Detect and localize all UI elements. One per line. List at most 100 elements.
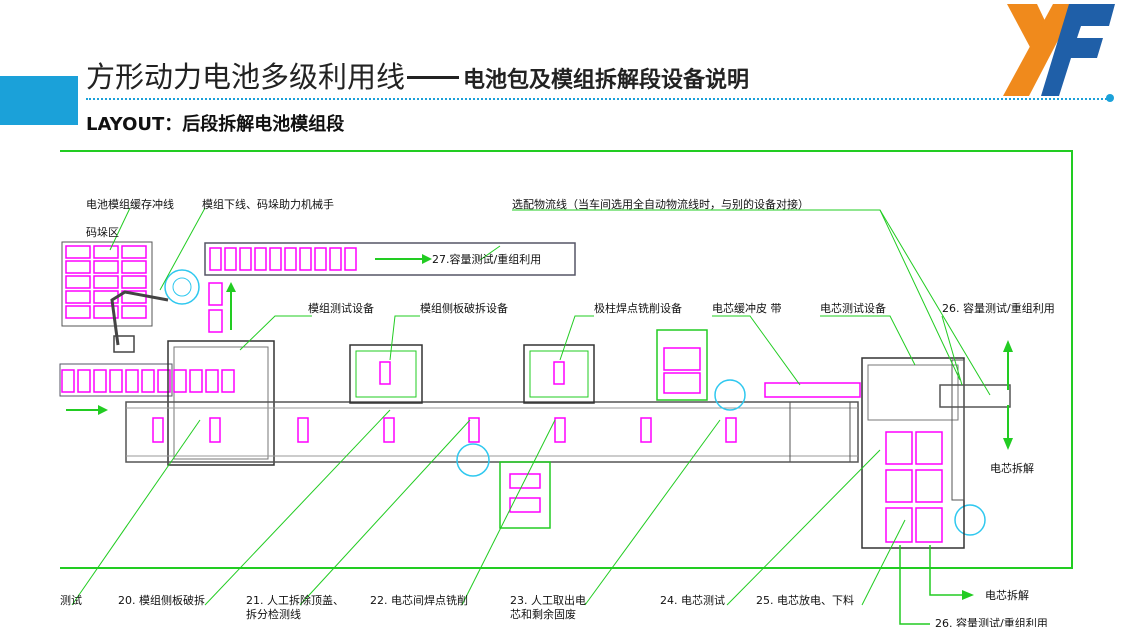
module-test-frame	[167, 340, 275, 466]
incoming-module	[109, 369, 123, 393]
module-test-inner	[173, 346, 269, 460]
label-step-21-line1: 21. 人工拆除顶盖、	[246, 593, 344, 607]
main-module	[725, 417, 737, 443]
stack-cell	[121, 275, 147, 289]
cart-module	[509, 497, 541, 513]
arrow-dis-right-head	[1003, 438, 1013, 450]
leader-cell-test	[820, 315, 916, 366]
incoming-module	[157, 369, 171, 393]
leader-27	[479, 245, 501, 261]
leader-21	[299, 419, 471, 606]
main-module	[297, 417, 309, 443]
robot-arm	[110, 269, 200, 353]
leader-26-top	[941, 315, 963, 386]
arrow-26-bottom-line	[899, 545, 930, 625]
title-main: 方形动力电池多级利用线	[86, 60, 406, 94]
main-conveyor	[125, 401, 859, 463]
arrow-dis-bottom-line	[929, 545, 965, 596]
right-out-conveyor	[939, 384, 1011, 408]
side-plate-module	[379, 361, 391, 385]
stack-cell	[65, 305, 91, 319]
incoming-module	[141, 369, 155, 393]
top-module	[239, 247, 252, 271]
top-module	[299, 247, 312, 271]
logo-x-stroke-b	[1003, 4, 1077, 96]
leader-cell-belt	[712, 315, 801, 386]
incoming-module	[61, 369, 75, 393]
cart-frame	[499, 461, 551, 529]
top-module	[284, 247, 297, 271]
main-conveyor-end	[789, 401, 851, 463]
stack-cell	[93, 245, 119, 259]
side-plate-equipment	[349, 344, 423, 404]
label-arrow-27: 27.容量测试/重组利用	[432, 252, 541, 266]
arrow-26-top-head	[1003, 340, 1013, 352]
stack-cell	[93, 305, 119, 319]
cart-module	[509, 473, 541, 489]
incoming-module	[93, 369, 107, 393]
incoming-module	[125, 369, 139, 393]
robot-icon-mid	[456, 443, 490, 477]
label-arrow-26-top: 26. 容量测试/重组利用	[942, 301, 1055, 315]
cell-slot	[915, 507, 943, 543]
top-module	[329, 247, 342, 271]
xf-logo-icon	[1003, 4, 1115, 96]
label-step-25: 25. 电芯放电、下料	[756, 593, 854, 607]
up-arrow-head	[226, 282, 236, 292]
leader-19	[71, 419, 201, 606]
label-logistics: 选配物流线（当车间选用全自动物流线时，与别的设备对接）	[512, 197, 809, 211]
label-step-23-line2: 芯和剩余固废	[510, 607, 576, 621]
stack-cell	[93, 260, 119, 274]
main-module	[554, 417, 566, 443]
page-title: 方形动力电池多级利用线电池包及模组拆解段设备说明	[86, 54, 749, 96]
pole-mill-frame	[523, 344, 595, 404]
label-step-19: 测试	[60, 594, 82, 607]
test-module	[189, 369, 203, 393]
label-side-plate: 模组侧板破拆设备	[420, 301, 508, 315]
leader-25	[861, 519, 906, 606]
stacking-rack	[61, 241, 153, 327]
feed-module	[208, 282, 223, 306]
cell-test-equipment	[861, 357, 965, 549]
tray-station	[656, 329, 708, 401]
stack-cell	[121, 305, 147, 319]
main-module	[152, 417, 164, 443]
label-step-20: 20. 模组侧板破拆	[118, 593, 205, 607]
label-cell-test: 电芯测试设备	[820, 301, 886, 315]
main-module	[468, 417, 480, 443]
feed-module	[208, 309, 223, 333]
robot-arm-link	[110, 290, 169, 346]
leader-22	[461, 419, 556, 606]
test-module	[205, 369, 219, 393]
main-module	[209, 417, 221, 443]
robot-base	[113, 335, 135, 353]
cell-slot	[885, 469, 913, 503]
tray-module	[663, 372, 701, 394]
leader-24	[726, 449, 881, 606]
divider-dot	[1106, 94, 1114, 102]
title-dash	[407, 75, 460, 79]
leader-23	[584, 419, 721, 606]
top-module	[314, 247, 327, 271]
stack-cell	[121, 245, 147, 259]
label-step-23-line1: 23. 人工取出电	[510, 593, 586, 607]
main-conveyor-frame	[125, 401, 859, 463]
cell-slot	[885, 507, 913, 543]
test-module	[173, 369, 187, 393]
label-buffer-line: 电池模组缓存冲线	[86, 197, 174, 211]
cell-test-rail	[951, 359, 965, 501]
top-module	[269, 247, 282, 271]
top-conveyor	[204, 242, 576, 276]
vertical-feed	[208, 282, 223, 333]
main-module	[640, 417, 652, 443]
stack-cell	[65, 245, 91, 259]
cell-buffer-belt	[764, 382, 861, 398]
robot-icon-tray	[714, 379, 746, 411]
leader-logistics-b	[879, 209, 991, 396]
label-step-24: 24. 电芯测试	[660, 593, 725, 607]
side-plate-frame	[349, 344, 423, 404]
leader-robot	[159, 207, 206, 291]
label-arrow-26-bottom: 26. 容量测试/重组利用	[935, 616, 1048, 627]
stacking-area	[61, 241, 153, 327]
